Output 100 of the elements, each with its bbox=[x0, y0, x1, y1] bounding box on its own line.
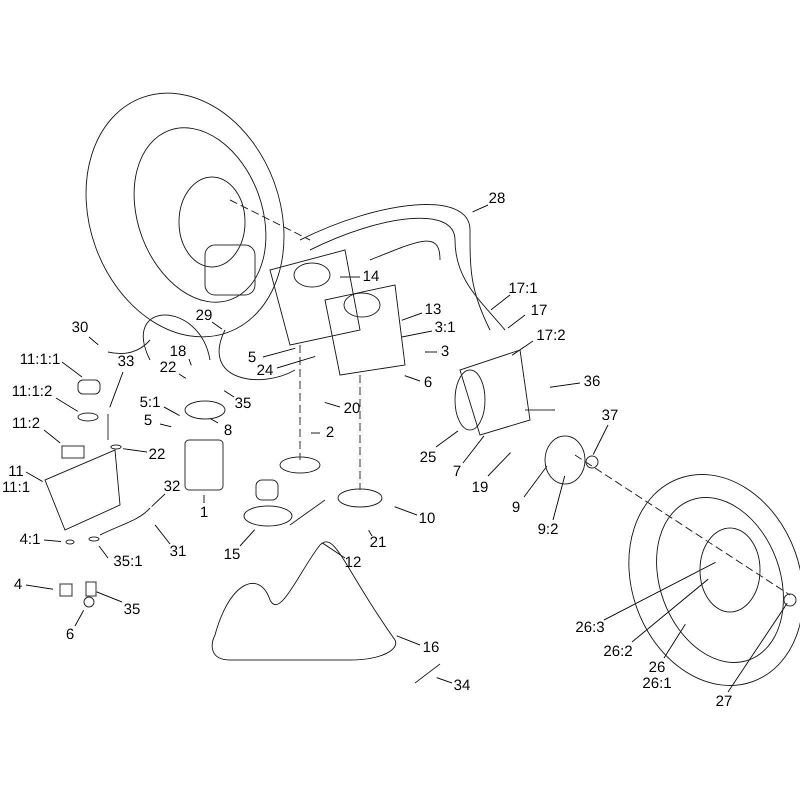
leader-line bbox=[549, 382, 580, 388]
leader-line bbox=[44, 430, 61, 444]
leader-line bbox=[26, 584, 54, 590]
callout-number: 22 bbox=[148, 447, 166, 463]
leader-line bbox=[604, 562, 716, 620]
callout-number: 32 bbox=[164, 479, 180, 495]
callout-number: 5:1 bbox=[140, 395, 160, 411]
leader-line bbox=[151, 494, 166, 508]
callout-number: 19 bbox=[472, 480, 488, 496]
leader-line bbox=[401, 312, 422, 321]
callout-number: 4 bbox=[14, 577, 22, 593]
callout-number: 7 bbox=[452, 464, 462, 480]
leader-line bbox=[26, 472, 44, 482]
leader-line bbox=[178, 374, 186, 379]
callout-number: 12 bbox=[344, 555, 362, 571]
callout-number: 9 bbox=[512, 500, 520, 516]
leader-line bbox=[96, 591, 122, 602]
leader-line bbox=[524, 466, 548, 498]
callout-number: 11:1 bbox=[2, 480, 30, 496]
leader-line bbox=[154, 524, 170, 544]
leader-line bbox=[240, 529, 256, 546]
leader-line bbox=[436, 677, 452, 684]
callout-number: 34 bbox=[454, 678, 470, 694]
leader-line bbox=[340, 276, 360, 278]
callout-number: 35 bbox=[234, 396, 252, 412]
callout-number: 33 bbox=[118, 354, 134, 370]
leader-line bbox=[224, 390, 234, 398]
leader-line bbox=[472, 204, 488, 212]
leader-line bbox=[88, 336, 99, 346]
leader-line bbox=[62, 362, 82, 378]
leader-line bbox=[396, 635, 420, 646]
leader-line bbox=[188, 358, 192, 366]
callout-number: 5 bbox=[144, 413, 152, 429]
callout-number: 26 bbox=[648, 660, 666, 676]
callout-number: 3 bbox=[440, 344, 450, 360]
callout-number: 25 bbox=[420, 450, 436, 466]
leader-line bbox=[322, 542, 346, 558]
callout-number: 8 bbox=[224, 423, 232, 439]
leader-line bbox=[324, 402, 340, 408]
leader-line bbox=[160, 424, 172, 428]
callout-number: 26:3 bbox=[575, 620, 605, 636]
leader-line bbox=[512, 340, 534, 356]
callout-number: 20 bbox=[344, 401, 360, 417]
leader-line bbox=[164, 406, 180, 416]
leader-line bbox=[592, 424, 608, 456]
leader-line bbox=[728, 602, 788, 692]
callout-number: 15 bbox=[224, 547, 240, 563]
callout-number: 24 bbox=[256, 363, 274, 379]
leader-line bbox=[462, 435, 484, 464]
callout-number: 36 bbox=[584, 374, 600, 390]
callout-number: 35 bbox=[124, 602, 140, 618]
leader-line bbox=[436, 430, 458, 448]
leader-line bbox=[632, 578, 709, 642]
callout-number: 4:1 bbox=[20, 532, 40, 548]
callout-number: 11:1:2 bbox=[12, 384, 52, 400]
callout-number: 11:1:1 bbox=[20, 352, 60, 368]
leader-line bbox=[212, 322, 222, 330]
callout-number: 31 bbox=[170, 544, 186, 560]
callout-number: 18 bbox=[170, 344, 186, 360]
leader-line bbox=[74, 610, 84, 626]
callout-number: 13 bbox=[424, 302, 442, 318]
callout-number: 14 bbox=[362, 269, 380, 285]
leader-line bbox=[552, 475, 566, 520]
callout-number: 17:1 bbox=[508, 281, 538, 297]
leader-line bbox=[276, 356, 316, 368]
callout-number: 11 bbox=[7, 464, 25, 480]
callout-number: 28 bbox=[488, 191, 506, 207]
callout-number: 16 bbox=[422, 640, 440, 656]
leader-line bbox=[507, 314, 526, 328]
callout-number: 5 bbox=[248, 350, 256, 366]
leader-line bbox=[401, 330, 432, 338]
callout-number: 11:2 bbox=[12, 416, 40, 432]
callout-number: 26:2 bbox=[603, 644, 633, 660]
leader-line bbox=[98, 546, 108, 558]
callout-number: 10 bbox=[418, 511, 436, 527]
callout-number: 3:1 bbox=[434, 320, 456, 336]
leader-line bbox=[56, 398, 78, 412]
leader-line bbox=[394, 506, 418, 516]
leader-line bbox=[210, 418, 218, 424]
callout-number: 22 bbox=[160, 360, 176, 376]
callout-number: 30 bbox=[72, 320, 88, 336]
leader-line bbox=[664, 624, 686, 658]
callout-number: 2 bbox=[326, 425, 334, 441]
leader-line bbox=[262, 348, 296, 358]
callout-number: 9:2 bbox=[538, 522, 558, 538]
callout-number: 29 bbox=[196, 308, 212, 324]
callout-number: 27 bbox=[716, 694, 732, 710]
leader-line bbox=[109, 372, 124, 408]
callout-number: 1 bbox=[200, 505, 208, 521]
callout-number: 35:1 bbox=[113, 554, 143, 570]
callout-number: 21 bbox=[370, 535, 386, 551]
callout-number: 6 bbox=[66, 627, 74, 643]
leader-line bbox=[44, 540, 62, 542]
leader-line bbox=[368, 530, 372, 536]
leader-line bbox=[490, 294, 510, 310]
callout-number: 6 bbox=[424, 375, 432, 391]
leader-line bbox=[488, 452, 512, 476]
callout-number: 17:2 bbox=[536, 328, 566, 344]
leader-line bbox=[122, 448, 148, 452]
callout-number: 17 bbox=[530, 303, 548, 319]
